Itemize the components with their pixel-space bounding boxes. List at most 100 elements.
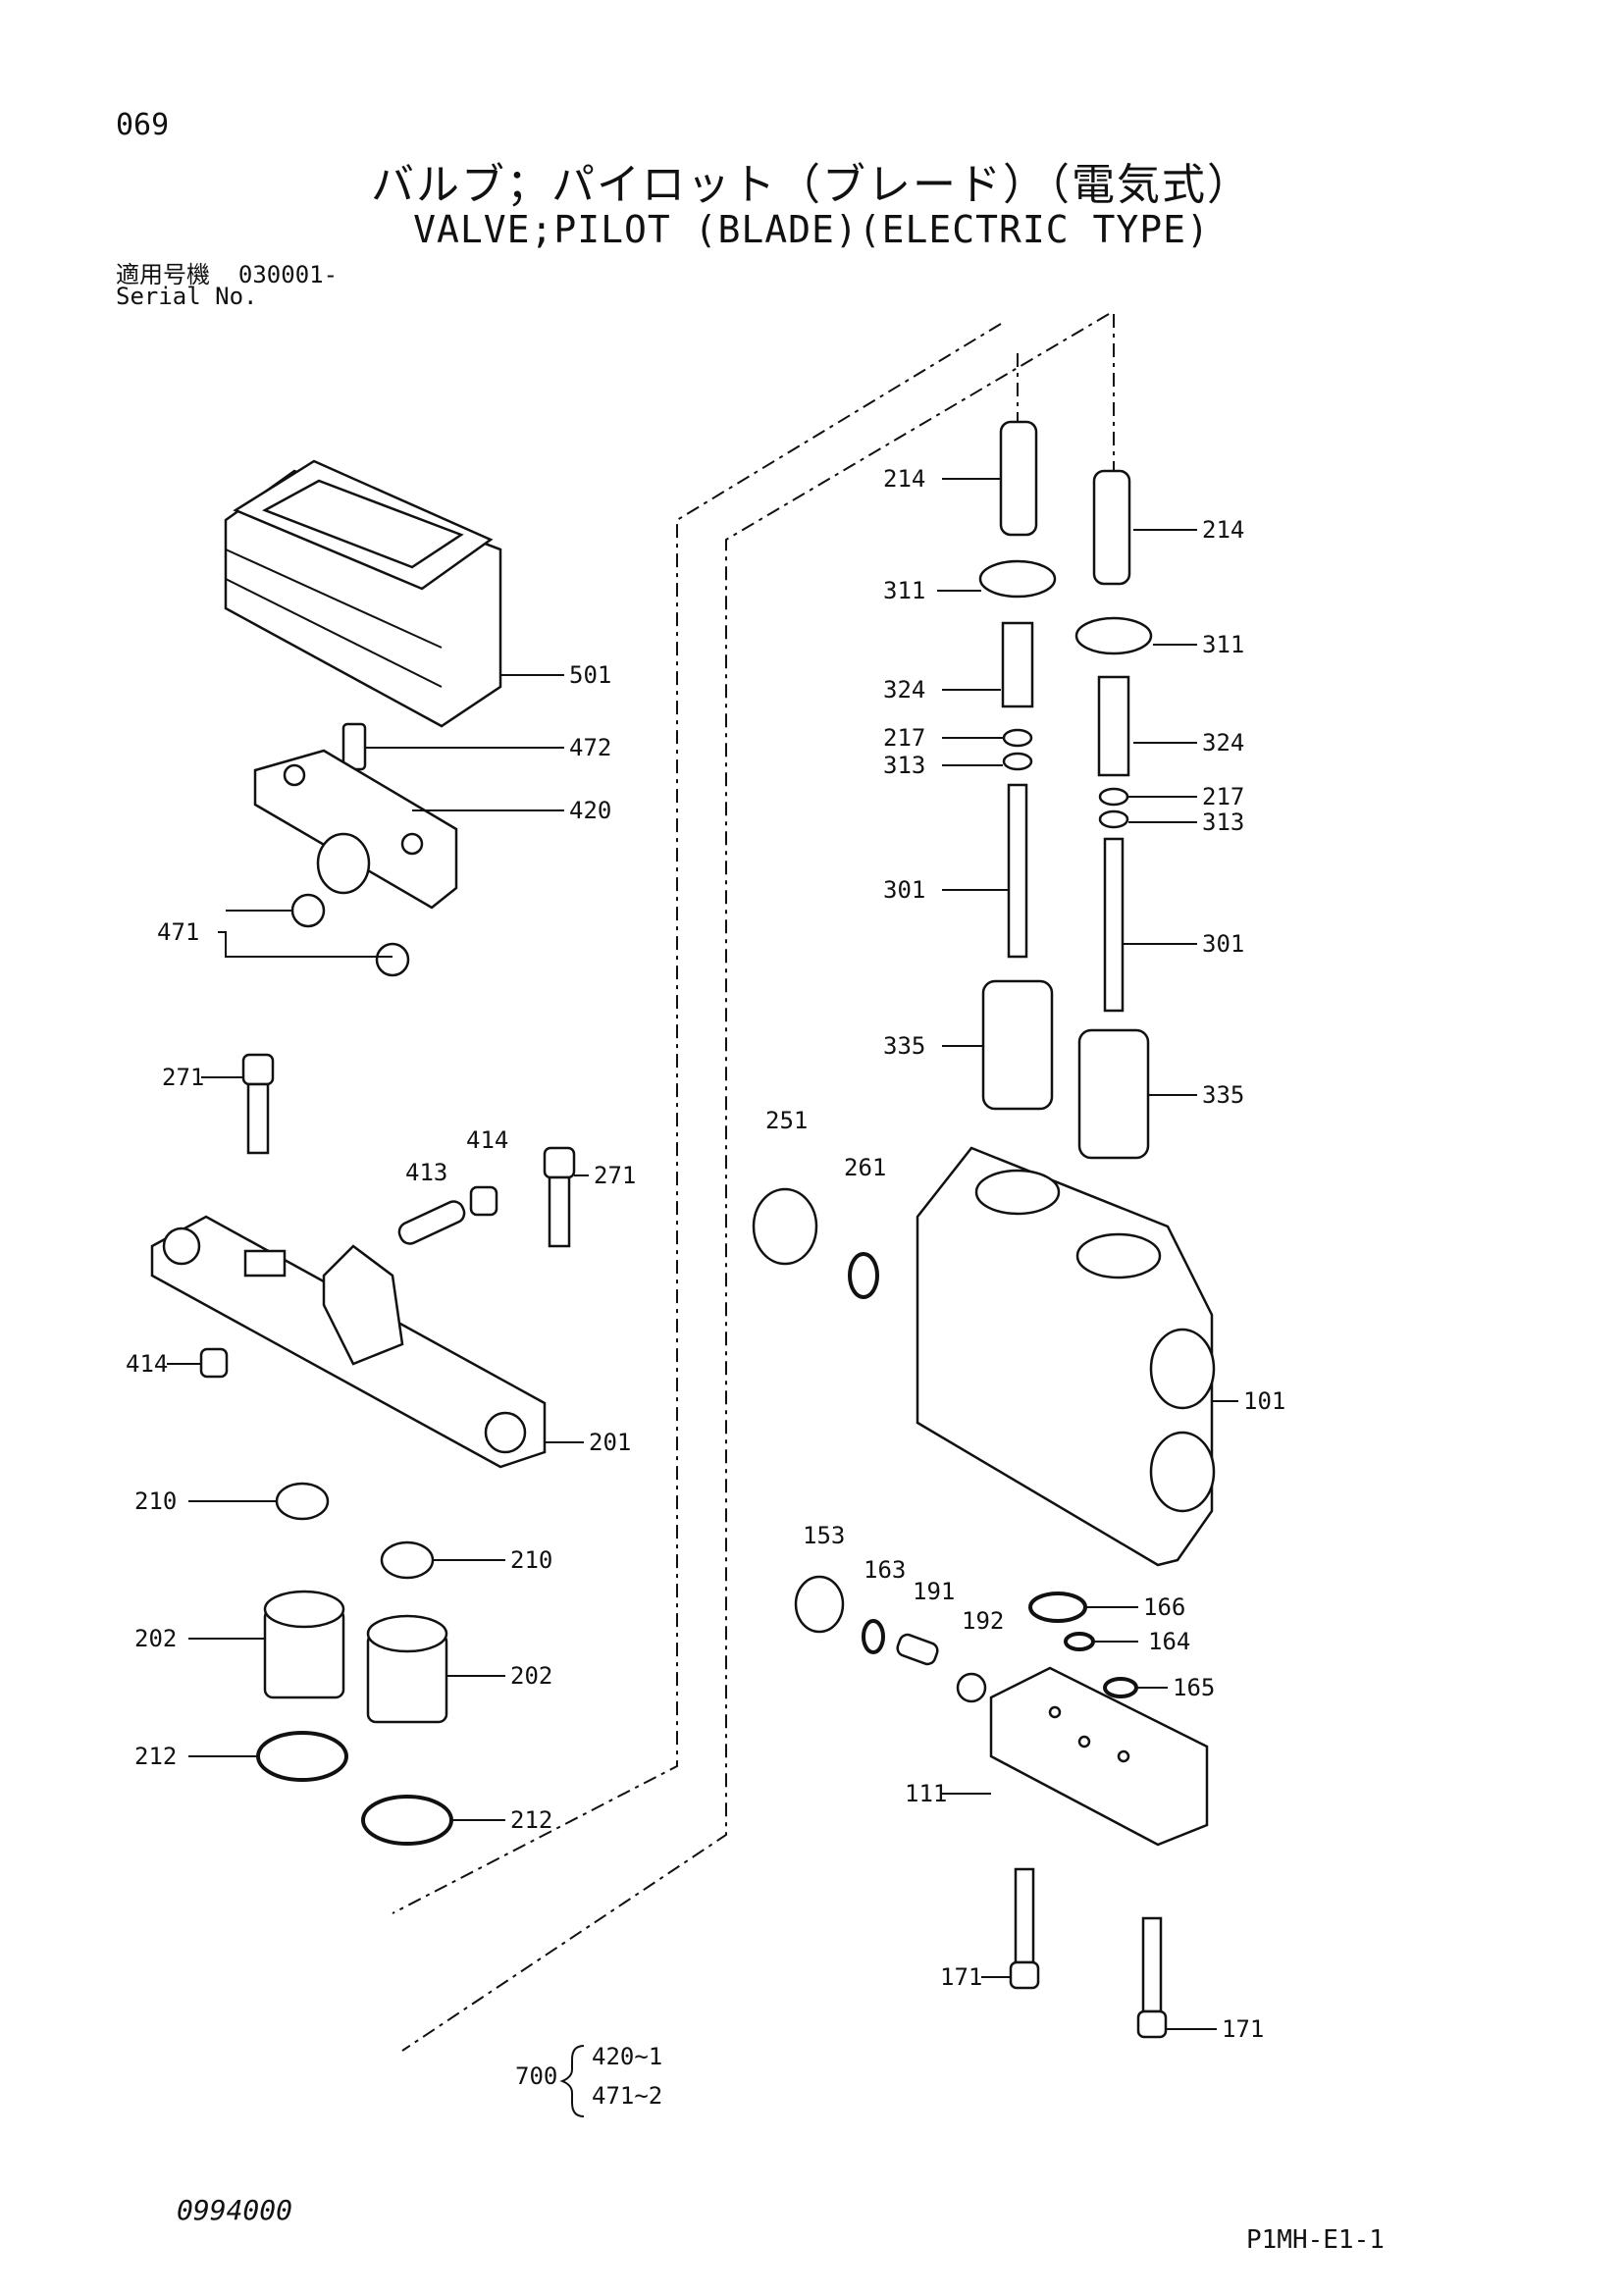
label-192: 192 — [962, 1607, 1004, 1635]
assembly-path-line-outer — [401, 313, 1110, 2052]
oring-212-left — [256, 1731, 348, 1782]
valve-body-101 — [916, 1146, 1216, 1567]
label-471: 471 — [157, 918, 199, 946]
label-164: 164 — [1148, 1628, 1190, 1655]
bolt-271-left — [241, 1053, 275, 1155]
label-301-right: 301 — [1202, 930, 1244, 958]
label-210-left: 210 — [134, 1487, 177, 1515]
oring-165 — [1103, 1677, 1138, 1698]
label-153: 153 — [803, 1522, 845, 1549]
spring-324-right — [1097, 675, 1130, 777]
guide-214-left — [999, 420, 1038, 537]
label-202-right: 202 — [510, 1662, 552, 1690]
label-214-left: 214 — [883, 465, 925, 493]
retainer-311-left — [978, 559, 1057, 599]
kit-item-1: 420~1 — [592, 2043, 662, 2070]
label-420: 420 — [569, 797, 611, 824]
ball-471-b — [375, 942, 410, 977]
serial-label-jp-text: 適用号機 — [116, 261, 210, 288]
spring-335-left — [981, 979, 1054, 1111]
part-labels: 214 214 311 311 324 324 217 313 217 313 … — [126, 465, 1285, 2043]
label-261: 261 — [844, 1154, 886, 1181]
plug-202-left — [263, 1590, 345, 1699]
retainer-311-right — [1074, 616, 1153, 655]
ball-471-a — [290, 893, 326, 928]
label-271-right: 271 — [594, 1162, 636, 1189]
plug-202-right — [366, 1614, 448, 1724]
oring-164 — [1064, 1632, 1095, 1651]
label-101: 101 — [1243, 1387, 1285, 1415]
label-212-left: 212 — [134, 1743, 177, 1770]
bushing-414-left — [199, 1347, 229, 1379]
serial-value: 030001- — [237, 261, 339, 288]
label-414-left: 414 — [126, 1350, 168, 1378]
guide-214-right — [1092, 469, 1131, 586]
label-335-right: 335 — [1202, 1081, 1244, 1109]
kit-item-2: 471~2 — [592, 2082, 662, 2110]
screw-472 — [341, 722, 367, 771]
label-324-right: 324 — [1202, 729, 1244, 757]
label-217-right: 217 — [1202, 783, 1244, 810]
washer-313-left — [1002, 752, 1033, 771]
label-202-left: 202 — [134, 1625, 177, 1652]
title-english: VALVE;PILOT (BLADE)(ELECTRIC TYPE) — [413, 208, 1210, 251]
label-163: 163 — [864, 1556, 906, 1584]
bushing-414-top — [469, 1185, 498, 1217]
label-212-right: 212 — [510, 1806, 552, 1834]
kit-number: 700 — [515, 2062, 557, 2090]
lever-plate-201 — [150, 1215, 547, 1469]
boot-cover-501 — [224, 459, 502, 728]
label-166: 166 — [1143, 1593, 1185, 1621]
label-217-left: 217 — [883, 724, 925, 752]
washer-217-left — [1002, 728, 1033, 748]
spool-301-right — [1103, 837, 1125, 1013]
oring-261 — [848, 1252, 879, 1299]
label-301-left: 301 — [883, 876, 925, 904]
label-214-right: 214 — [1202, 516, 1244, 544]
seat-191 — [896, 1633, 939, 1666]
label-210-right: 210 — [510, 1546, 552, 1574]
label-472: 472 — [569, 734, 611, 761]
label-313-left: 313 — [883, 752, 925, 779]
seal-210-left — [275, 1482, 330, 1521]
oring-212-right — [361, 1795, 453, 1846]
assembly-path-line-inner — [392, 323, 1002, 1914]
page-number: 069 — [116, 108, 170, 142]
label-111: 111 — [905, 1780, 947, 1807]
seal-210-right — [380, 1540, 435, 1580]
spring-335-right — [1077, 1028, 1150, 1160]
washer-217-right — [1098, 787, 1129, 807]
kit-700: 700 420~1 471~2 — [515, 2043, 662, 2117]
document-code: 0994000 — [177, 2194, 293, 2226]
label-311-right: 311 — [1202, 631, 1244, 658]
oring-166 — [1028, 1592, 1087, 1623]
label-171-left: 171 — [940, 1963, 982, 1991]
plate-420 — [253, 749, 458, 910]
label-311-left: 311 — [883, 577, 925, 604]
leader-lines — [167, 478, 1238, 2030]
bolt-271-right — [543, 1146, 576, 1248]
label-413: 413 — [405, 1159, 447, 1186]
oring-163 — [862, 1619, 885, 1654]
label-501: 501 — [569, 661, 611, 689]
pin-413 — [397, 1200, 466, 1245]
spring-324-left — [1001, 621, 1034, 708]
label-313-right: 313 — [1202, 809, 1244, 836]
title-japanese: バルブ；パイロット（ブレード）（電気式） — [371, 160, 1252, 210]
label-251: 251 — [765, 1107, 808, 1134]
label-191: 191 — [913, 1578, 955, 1605]
sheet-code: P1MH-E1-1 — [1246, 2225, 1385, 2255]
bolt-171-right — [1136, 1916, 1168, 2039]
bolt-171-left — [1009, 1867, 1040, 1990]
ball-192 — [956, 1672, 987, 1703]
spool-301-left — [1007, 783, 1028, 959]
serial-label-jp: 適用号機 030001- — [116, 255, 338, 289]
label-201: 201 — [589, 1429, 631, 1456]
label-271-left: 271 — [162, 1064, 204, 1091]
plug-153 — [794, 1575, 845, 1634]
washer-313-right — [1098, 809, 1129, 829]
serial-label-en: Serial No. — [116, 283, 258, 310]
label-324-left: 324 — [883, 676, 925, 704]
